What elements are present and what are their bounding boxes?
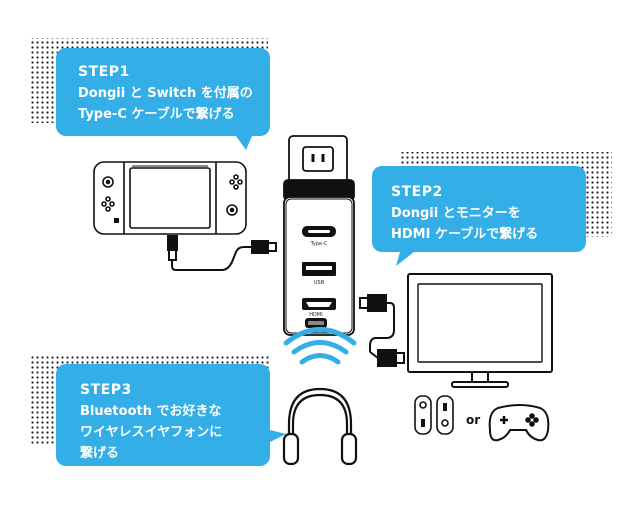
wifi-signal-icon [283,327,357,365]
gamepad-icon [488,404,550,442]
hdmi-cable [359,294,405,367]
step1-line2: Type-C ケーブルで繋げる [78,107,235,122]
step2-text: STEP2 Dongii とモニターを HDMI ケーブルで繋げる [391,182,538,245]
step1-bubble [56,48,270,150]
joycon-icon [414,395,454,435]
port-label-usb: USB [314,280,325,286]
step3-line2: ワイヤレスイヤフォンに [80,425,223,440]
step2-title: STEP2 [391,184,443,200]
headphones-icon [282,387,358,466]
step3-title: STEP3 [80,382,132,398]
step2-line2: HDMI ケーブルで繋げる [391,227,539,242]
step1-text: STEP1 Dongii と Switch を付属の Type-C ケーブルで繋… [78,62,253,125]
step1-title: STEP1 [78,64,130,80]
typec-cable [167,235,277,271]
step3-line1: Bluetooth でお好きな [80,404,222,419]
monitor-icon [407,273,553,388]
port-label-hdmi: HDMI [309,312,322,318]
step3-text: STEP3 Bluetooth でお好きな ワイヤレスイヤフォンに 繋げる [80,380,222,464]
switch-console-icon [93,161,247,235]
step2-bubble [372,166,586,266]
step2-line1: Dongii とモニターを [391,206,521,221]
dongle-icon [283,135,355,336]
port-label-typec: Type-C [310,241,328,247]
step3-line3: 繋げる [80,446,120,461]
step3-bubble [56,364,286,466]
step1-line1: Dongii と Switch を付属の [78,86,253,101]
or-label: or [466,413,481,427]
